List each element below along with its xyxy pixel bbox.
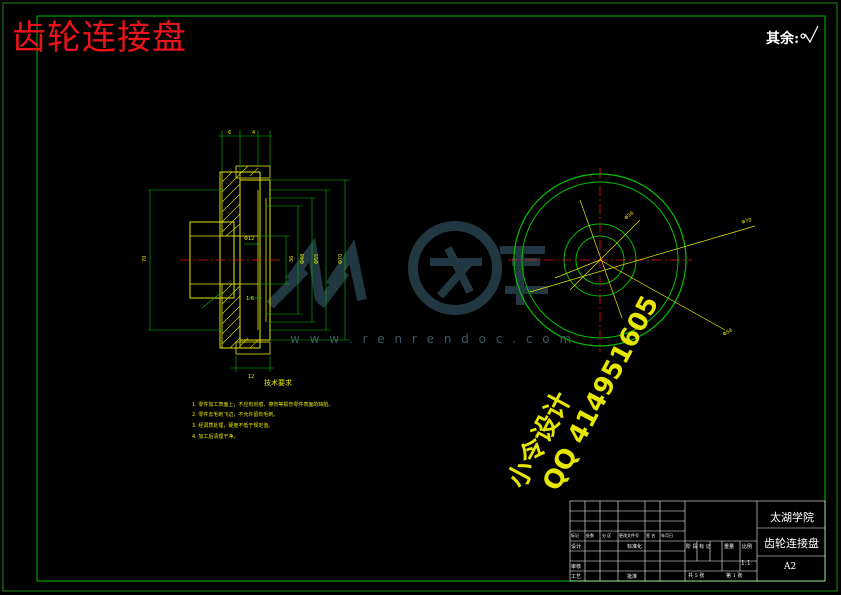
drawing-frame <box>36 15 826 582</box>
dim-6: 6 <box>228 130 231 136</box>
title-block-scale: 1:1 <box>741 560 751 567</box>
title-block-mark: 标记 <box>571 533 579 538</box>
title-block-weight: 重量 <box>724 544 735 550</box>
section-hatch-lower <box>221 283 241 349</box>
title-block-change: 更改文件号 <box>619 533 639 538</box>
title-block-school: 太湖学院 <box>770 511 814 524</box>
tech-req-item: 4. 加工后清理干净。 <box>192 434 239 440</box>
title-block-sign: 签 名 <box>646 533 656 538</box>
dim-36: 36 <box>289 256 295 262</box>
title-block-sheet-size: A2 <box>784 562 797 572</box>
dim-phi12: Φ12 <box>244 236 254 242</box>
surface-finish-icon <box>800 25 819 44</box>
dim-overall-height: 70 <box>142 256 148 262</box>
title-block-approve: 批准 <box>627 574 638 580</box>
side-section-view: Φ12 36 Φ48 Φ55 Φ70 6 4 12 1.6 70 <box>142 130 350 380</box>
title-block-sheet-count: 共 5 张 <box>688 573 705 579</box>
watermark-url: w w w . r e n r e n d o c . c o m <box>290 332 575 346</box>
dim-phi48: Φ48 <box>300 254 306 264</box>
dim-phi55: Φ55 <box>314 254 320 264</box>
title-block-date: 年月日 <box>661 533 673 538</box>
title-block-process: 工艺 <box>571 574 582 580</box>
front-view: Φ70 Φ56 Φ36 <box>508 168 756 352</box>
dim-4: 4 <box>252 130 255 136</box>
title-block-part-name: 齿轮连接盘 <box>764 537 819 550</box>
dim-roughness: 1.6 <box>246 296 254 302</box>
tech-req-item: 1. 零件加工表面上，不应有划痕、擦伤等损伤零件表面的缺陷。 <box>192 402 334 408</box>
title-block <box>569 500 826 582</box>
dim-phi70: Φ70 <box>338 254 344 264</box>
title-block-count: 处数 <box>586 533 594 538</box>
surface-finish-label: 其余: <box>766 31 800 47</box>
title-block-stage: 阶 段 标 记 <box>686 544 711 550</box>
dim-front-phi56: Φ56 <box>722 327 734 337</box>
title-block-design: 设计 <box>571 544 582 550</box>
tech-req-item: 3. 经调质处理，硬度不低于规定值。 <box>192 423 274 429</box>
tech-req-title: 技术要求 <box>264 379 292 387</box>
tech-req-item: 2. 零件去毛刺飞边，不允许留有毛刺。 <box>192 412 279 418</box>
title-block-review: 审核 <box>571 564 582 570</box>
dim-front-phi36: Φ36 <box>623 210 635 221</box>
title-block-zone: 分 区 <box>602 533 612 538</box>
title-block-sheet-no: 第 1 张 <box>726 573 743 579</box>
title-block-standardize: 标准化 <box>627 544 643 550</box>
drawing-title: 齿轮连接盘 <box>12 18 187 58</box>
dim-front-phi70: Φ70 <box>741 217 753 226</box>
dim-12: 12 <box>248 374 254 380</box>
title-block-ratio: 比例 <box>742 544 753 550</box>
